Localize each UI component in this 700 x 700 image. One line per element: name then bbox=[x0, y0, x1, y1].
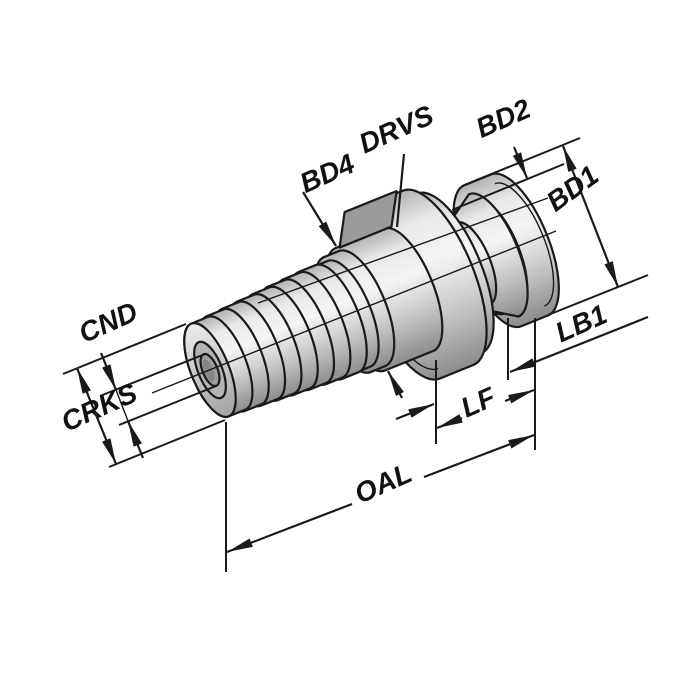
bd4-upper-arrow bbox=[302, 191, 337, 247]
crks-dimension-line bbox=[75, 367, 118, 465]
dim-label-drvs: DRVS bbox=[354, 99, 438, 159]
cnd-bottom-extension bbox=[118, 385, 217, 426]
cnd-lower-arrow bbox=[126, 420, 145, 459]
dim-label-crks: CRKS bbox=[57, 377, 142, 438]
cnd-connector bbox=[115, 389, 129, 422]
bd1-dimension-line bbox=[561, 145, 620, 288]
dim-label-bd2: BD2 bbox=[471, 93, 535, 144]
lf-left-arrow bbox=[436, 414, 463, 430]
dim-label-cnd: CND bbox=[74, 296, 142, 349]
cnd-top-extension bbox=[99, 353, 206, 397]
dim-label-bd4: BD4 bbox=[295, 148, 359, 199]
lb1-left-arrow bbox=[395, 402, 435, 421]
crks-bottom-extension bbox=[108, 419, 226, 468]
bd1-bottom-tangent bbox=[547, 274, 649, 316]
dim-label-lb1: LB1 bbox=[551, 298, 612, 348]
dim-label-bd1: BD1 bbox=[541, 159, 605, 217]
drvs-leader-line bbox=[395, 153, 406, 228]
neck-tangent-construction-line bbox=[257, 197, 549, 304]
dim-label-oal: OAL bbox=[350, 457, 417, 509]
dim-label-lf: LF bbox=[456, 381, 501, 424]
pull-stud-body bbox=[183, 172, 560, 419]
crks-top-extension bbox=[62, 323, 187, 375]
bd2-groove-tangent bbox=[451, 163, 565, 211]
bd4-lower-arrow bbox=[387, 370, 404, 399]
wrench-flat-face bbox=[338, 189, 398, 249]
lf-right-arrow bbox=[504, 388, 535, 404]
bd2-arrow bbox=[512, 146, 529, 179]
center-axis-line bbox=[151, 230, 557, 394]
oal-left-arrow bbox=[226, 502, 353, 554]
lb1-leader-arrow bbox=[509, 315, 649, 374]
oal-right-arrow bbox=[423, 433, 535, 479]
